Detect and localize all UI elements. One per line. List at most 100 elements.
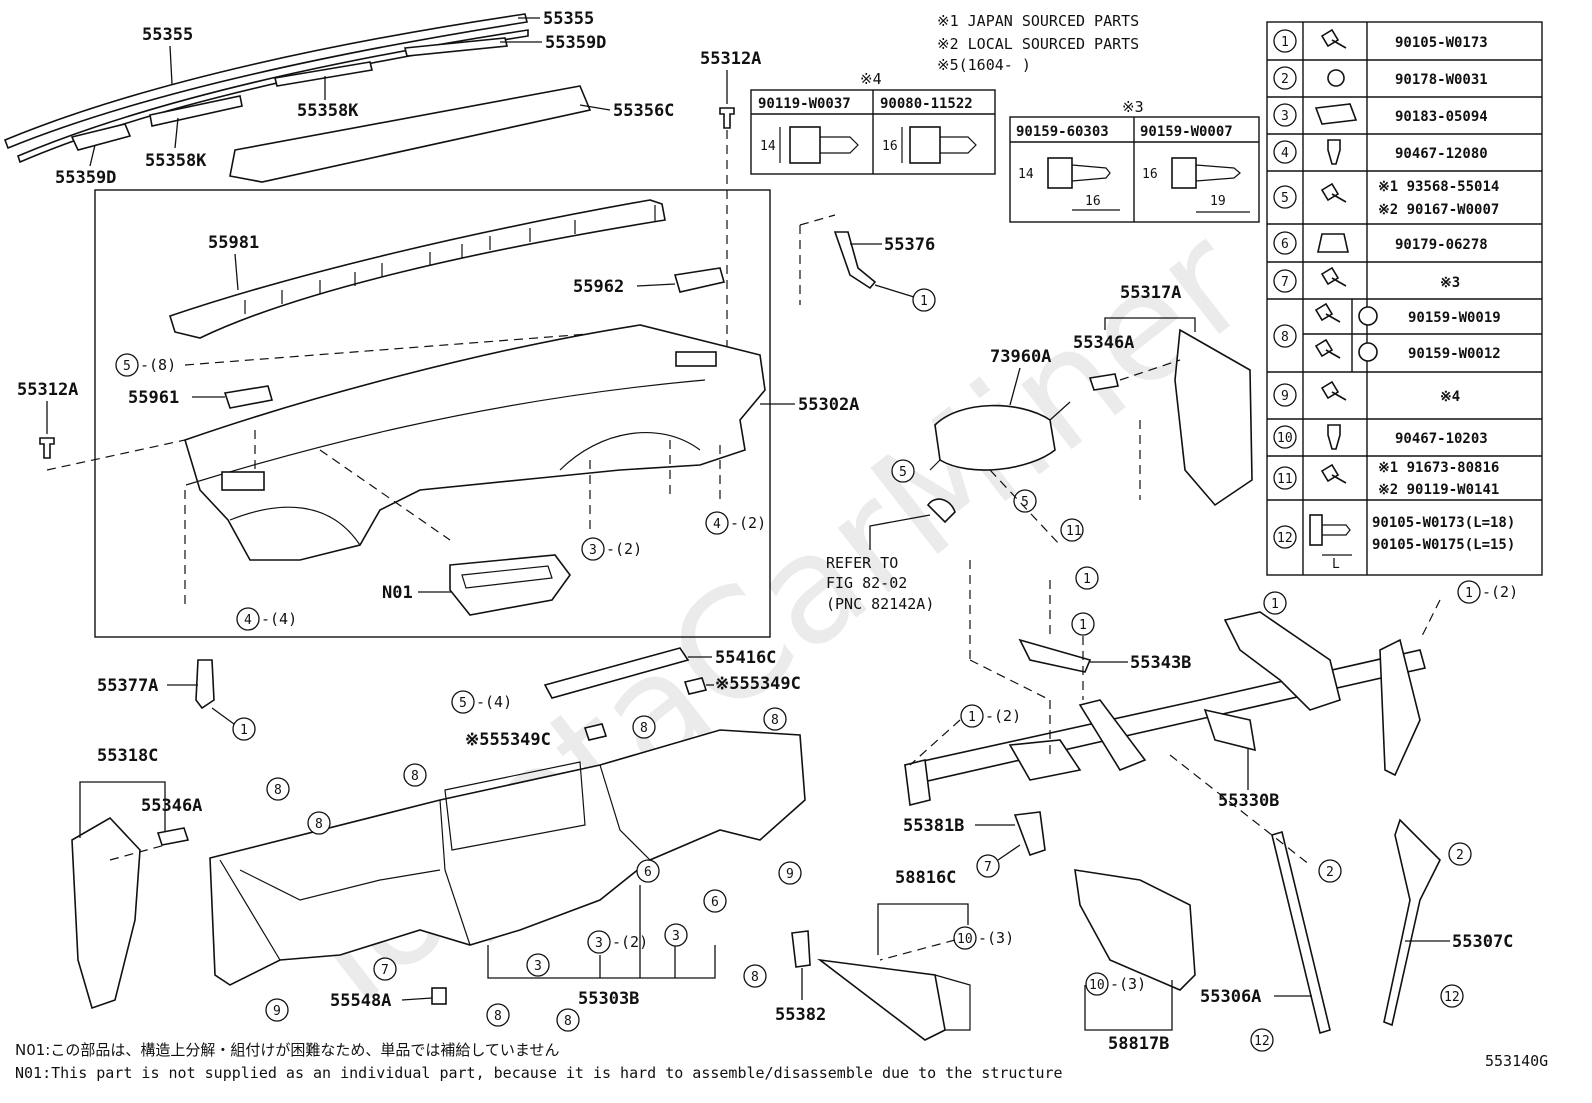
label-58816C: 58816C	[895, 868, 956, 888]
fastener-part-10: 90467-10203	[1395, 431, 1488, 447]
callout-8: 8	[494, 1009, 502, 1024]
callout-2: 2	[1456, 848, 1464, 863]
callout-4: 4	[244, 613, 252, 628]
n01-component	[449, 554, 571, 616]
airbag-module	[926, 401, 1071, 524]
qty-2-c: -(2)	[612, 933, 648, 951]
label-55346A-a: 55346A	[1073, 333, 1134, 353]
bolt-icon	[1320, 28, 1347, 49]
label-55303B: 55303B	[578, 989, 639, 1009]
fastener-no-12: 12	[1277, 531, 1293, 546]
callout-6: 6	[711, 895, 719, 910]
callout-10: 10	[1089, 978, 1105, 993]
callout-9: 9	[786, 867, 794, 882]
bracket-55416C	[543, 647, 690, 699]
upper-panel-box	[94, 189, 771, 638]
clip-nut-icon	[1317, 233, 1349, 253]
screw-icon	[1320, 380, 1347, 401]
clip-box-3-col2: 90159-W0007	[1140, 124, 1233, 140]
fastener-no-4: 4	[1281, 146, 1289, 161]
bracket-55382	[791, 930, 811, 968]
label-55343B: 55343B	[1130, 653, 1191, 673]
pad-55349C	[583, 723, 608, 741]
callout-5: 5	[459, 696, 467, 711]
lower-reinforcement	[209, 729, 806, 986]
fastener-part-8b: 90159-W0012	[1408, 346, 1501, 362]
label-55961: 55961	[128, 388, 179, 408]
fastener-table: 1 90105-W0173 2 90178-W0031 3 90183-0509…	[1266, 21, 1543, 576]
label-55318C: 55318C	[97, 746, 158, 766]
label-55416C: 55416C	[715, 648, 776, 668]
bracket-55376	[833, 231, 877, 290]
callout-3: 3	[589, 543, 597, 558]
refer-line-2: FIG 82-02	[826, 574, 907, 592]
fastener-no-7: 7	[1281, 275, 1289, 290]
fastener-part-9: ※4	[1440, 389, 1460, 405]
clip-box-4-dim1: 14	[760, 139, 776, 154]
label-55359D-b: 55359D	[55, 168, 116, 188]
clip-box-4-col1: 90119-W0037	[758, 96, 851, 112]
label-55358K-b: 55358K	[145, 151, 207, 171]
callout-5: 5	[899, 465, 907, 480]
refer-line-1: REFER TO	[826, 554, 898, 572]
fastener-no-5: 5	[1281, 191, 1289, 206]
screw-icon	[1320, 266, 1347, 287]
label-55377A: 55377A	[97, 676, 158, 696]
clip-box-4-col2: 90080-11522	[880, 96, 973, 112]
callout-3: 3	[672, 929, 680, 944]
label-55349C-a: ※555349C	[715, 674, 801, 694]
callout-6: 6	[644, 865, 652, 880]
label-55312A-a: 55312A	[700, 49, 761, 69]
fastener-no-11: 11	[1277, 472, 1293, 487]
label-55317A: 55317A	[1120, 283, 1181, 303]
callout-1: 1	[1083, 572, 1091, 587]
fastener-no-8: 8	[1281, 330, 1289, 345]
callout-3: 3	[534, 959, 542, 974]
fastener-part-3: 90183-05094	[1395, 109, 1488, 125]
callout-1: 1	[1079, 618, 1087, 633]
fastener-no-6: 6	[1281, 237, 1289, 252]
label-55356C: 55356C	[613, 101, 674, 121]
screw-icon	[1314, 338, 1341, 359]
label-58817B: 58817B	[1108, 1034, 1169, 1054]
label-55330B: 55330B	[1218, 791, 1279, 811]
clip-box-3-h1: 14	[1018, 167, 1034, 182]
callout-8: 8	[640, 721, 648, 736]
callout-10: 10	[957, 932, 973, 947]
callout-1: 1	[1465, 586, 1473, 601]
label-55349C-b: ※555349C	[465, 730, 551, 750]
footer-note-jp: N01:この部品は、構造上分解・組付けが困難なため、単品では補給していません	[15, 1041, 559, 1059]
figure-id: 553140G	[1485, 1052, 1548, 1070]
label-55381B: 55381B	[903, 816, 964, 836]
callout-8: 8	[274, 783, 282, 798]
fastener-part-12b: 90105-W0175(L=15)	[1372, 537, 1515, 553]
qty-2-e: -(2)	[985, 707, 1021, 725]
bolt-icon	[1309, 514, 1352, 556]
clip-nut-icon	[1314, 103, 1358, 125]
label-55981: 55981	[208, 233, 259, 253]
refer-line-3: (PNC 82142A)	[826, 595, 934, 613]
clip-icon	[779, 126, 859, 164]
callout-11: 11	[1066, 524, 1082, 539]
callout-8: 8	[315, 817, 323, 832]
fastener-part-1: 90105-W0173	[1395, 35, 1488, 51]
pad-55349C	[683, 677, 708, 695]
qty-2-d: -(2)	[1482, 583, 1518, 601]
fastener-part-4: 90467-12080	[1395, 146, 1488, 162]
qty-4-a: -(4)	[261, 610, 297, 628]
label-55307C: 55307C	[1452, 932, 1513, 952]
callout-3: 3	[595, 936, 603, 951]
label-55306A: 55306A	[1200, 987, 1261, 1007]
fastener-part-7: ※3	[1440, 275, 1460, 291]
callout-1: 1	[240, 723, 248, 738]
callout-9: 9	[273, 1004, 281, 1019]
clip-box-4-dim2: 16	[882, 139, 898, 154]
fastener-no-9: 9	[1281, 389, 1289, 404]
label-55355-a: 55355	[142, 25, 193, 45]
clip-box-3-l1: 16	[1085, 194, 1101, 209]
callout-8: 8	[411, 769, 419, 784]
label-55359D-a: 55359D	[545, 33, 606, 53]
callout-5: 5	[1021, 495, 1029, 510]
fastener-no-2: 2	[1281, 72, 1289, 87]
